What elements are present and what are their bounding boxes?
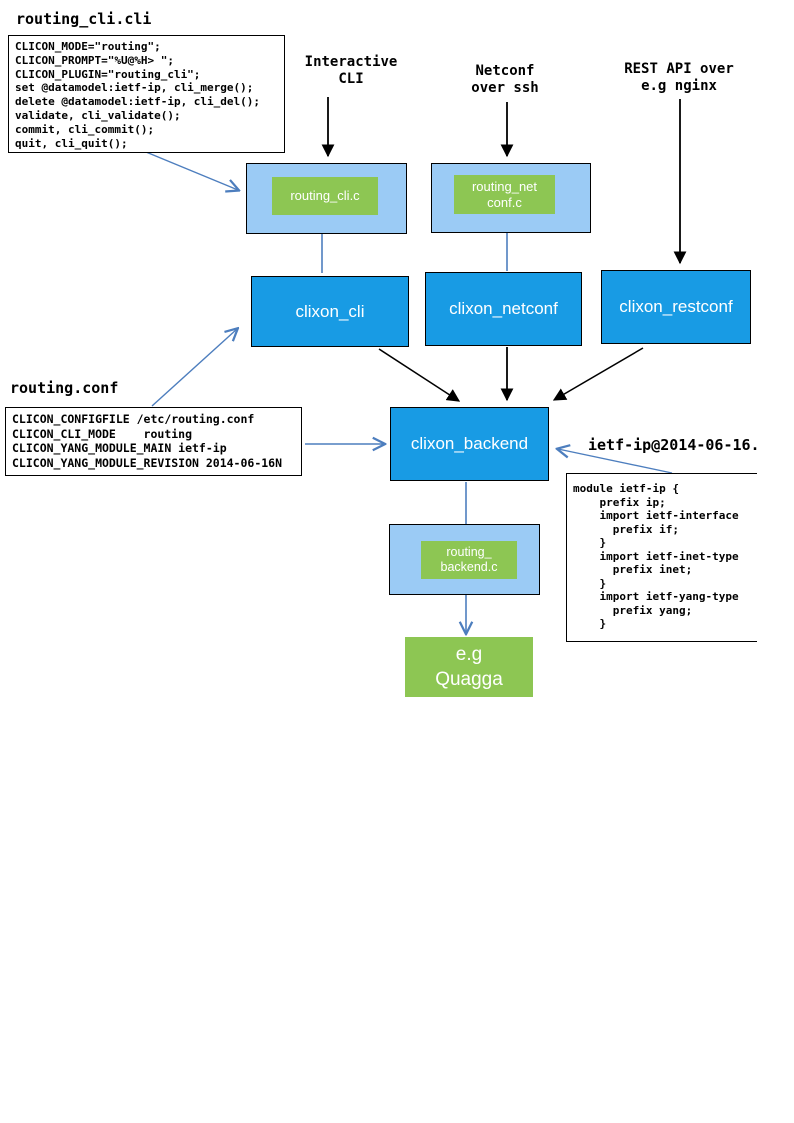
- plugin-routing-backend-c: routing_ backend.c: [421, 541, 517, 579]
- arrow-conf-to-clixon-cli: [151, 329, 237, 407]
- arrow-clifile-to-plugin: [145, 151, 238, 190]
- node-clixon-backend: clixon_backend: [390, 407, 549, 481]
- node-quagga: e.g Quagga: [405, 637, 533, 697]
- yang-file-code: module ietf-ip { prefix ip; import ietf-…: [566, 473, 757, 642]
- entry-label-interactive-cli: Interactive CLI: [304, 54, 398, 87]
- conf-file-code: CLICON_CONFIGFILE /etc/routing.conf CLIC…: [5, 407, 302, 476]
- arrow-cli-to-backend: [378, 348, 461, 402]
- plugin-routing-netconf-c: routing_net conf.c: [454, 175, 555, 214]
- node-clixon-netconf: clixon_netconf: [425, 272, 582, 346]
- plugin-routing-cli-c: routing_cli.c: [272, 177, 378, 215]
- cli-file-code: CLICON_MODE="routing"; CLICON_PROMPT="%U…: [8, 35, 285, 153]
- conf-file-title: routing.conf: [10, 379, 119, 397]
- cli-file-title: routing_cli.cli: [16, 10, 152, 28]
- arrow-restconf-to-backend: [552, 347, 644, 401]
- yang-file-title: ietf-ip@2014-06-16.: [588, 436, 760, 454]
- entry-label-restconf: REST API over e.g nginx: [624, 61, 734, 94]
- node-clixon-restconf: clixon_restconf: [601, 270, 751, 344]
- node-clixon-cli: clixon_cli: [251, 276, 409, 347]
- entry-label-netconf: Netconf over ssh: [471, 63, 539, 96]
